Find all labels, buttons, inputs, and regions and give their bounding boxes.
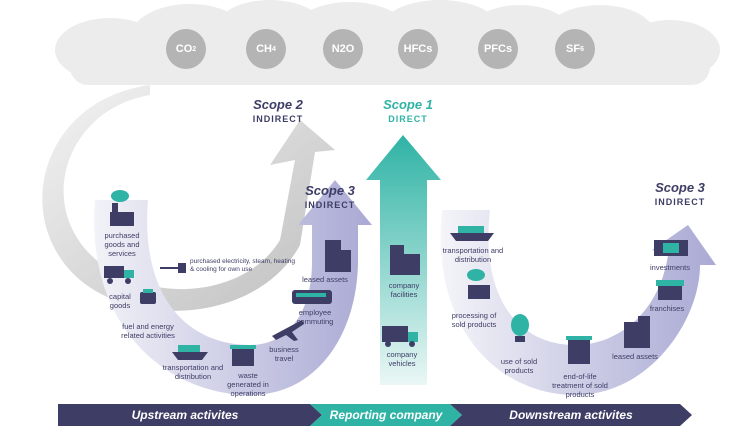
train-icon bbox=[292, 290, 332, 304]
bar-label-upstream: Upstream activites bbox=[131, 408, 239, 422]
factory-icon-down bbox=[467, 269, 490, 299]
scope3-downstream-arrow bbox=[440, 210, 716, 395]
scope1-title: Scope 1 bbox=[383, 97, 433, 112]
lightbulb-icon bbox=[511, 314, 529, 342]
label-investments: investments bbox=[649, 263, 691, 272]
label-end-of-life: end-of-life treatment of sold products bbox=[552, 372, 608, 399]
label-company-vehicles: company vehicles bbox=[386, 350, 418, 368]
fuel-cart-icon bbox=[140, 289, 156, 304]
ship-icon bbox=[172, 345, 208, 360]
scope3-upstream-arrow bbox=[94, 180, 372, 395]
label-purchased-goods: purchased goods and services bbox=[104, 231, 140, 258]
label-transport-down: transportation and distribution bbox=[442, 246, 504, 264]
label-transport-up: transportation and distribution bbox=[162, 363, 224, 381]
label-business-travel: business travel bbox=[269, 345, 299, 363]
label-leased-assets-up: leased assets bbox=[302, 275, 348, 284]
building-icon-company bbox=[390, 245, 420, 275]
label-leased-assets-down: leased assets bbox=[612, 352, 658, 361]
money-icon bbox=[654, 240, 688, 256]
label-capital-goods: capital goods bbox=[109, 292, 131, 310]
gas-hfcs: HFCs bbox=[398, 29, 438, 69]
label-fuel-energy: fuel and energy related activities bbox=[121, 322, 175, 340]
scope3-downstream-title: Scope 3 bbox=[655, 180, 705, 195]
gas-n2o: N2O bbox=[323, 29, 363, 69]
gas-pfcs: PFCs bbox=[478, 29, 518, 69]
factory-icon bbox=[110, 190, 134, 226]
label-employee-commuting: employee commuting bbox=[296, 308, 334, 326]
building-icon-down bbox=[624, 316, 650, 348]
label-franchises: franchises bbox=[649, 304, 685, 313]
bar-label-reporting: Reporting company bbox=[329, 408, 443, 422]
ship-icon-down bbox=[450, 226, 494, 241]
label-company-facilities: company facilities bbox=[388, 281, 420, 299]
activity-bar-downstream bbox=[450, 404, 692, 426]
storefront-icon bbox=[656, 280, 684, 300]
scope3-downstream-subtitle: INDIRECT bbox=[654, 197, 706, 207]
building-icon-up bbox=[325, 240, 351, 272]
plug-icon bbox=[160, 263, 186, 273]
activity-bar-upstream bbox=[58, 404, 322, 426]
scope2-subtitle: INDIRECT bbox=[252, 114, 304, 124]
label-processing: processing of sold products bbox=[451, 311, 497, 329]
scope3-upstream-title: Scope 3 bbox=[305, 183, 355, 198]
airplane-icon bbox=[272, 320, 304, 341]
scope1-subtitle: DIRECT bbox=[388, 114, 428, 124]
label-purchased-electricity: purchased electricity, steam, heating & … bbox=[190, 258, 296, 273]
truck-icon-company bbox=[382, 326, 418, 347]
scope3-upstream-subtitle: INDIRECT bbox=[304, 200, 356, 210]
label-waste: waste generated in operations bbox=[227, 371, 269, 398]
waste-bin-icon bbox=[230, 345, 256, 366]
activity-bar-reporting bbox=[310, 404, 462, 426]
label-use-sold: use of sold products bbox=[500, 357, 538, 375]
cloud-band bbox=[55, 0, 720, 85]
recycle-bin-icon bbox=[566, 336, 592, 364]
scope2-title: Scope 2 bbox=[253, 97, 303, 112]
bar-label-downstream: Downstream activites bbox=[509, 408, 633, 422]
truck-icon bbox=[104, 266, 134, 284]
